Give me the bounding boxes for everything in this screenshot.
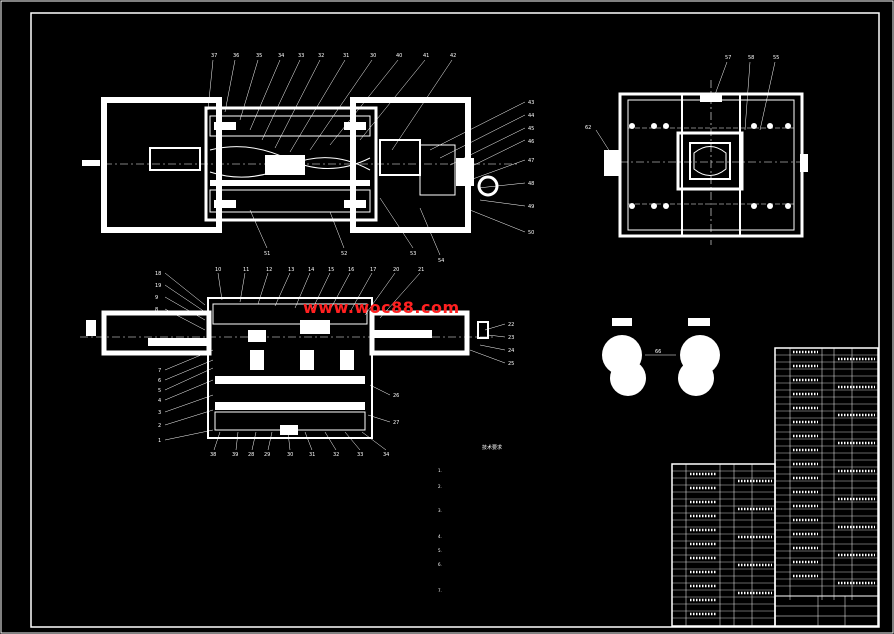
svg-text:39: 39 bbox=[232, 452, 238, 458]
svg-text:16: 16 bbox=[348, 267, 354, 273]
svg-text:54: 54 bbox=[438, 258, 444, 264]
svg-text:45: 45 bbox=[528, 126, 534, 132]
svg-text:30: 30 bbox=[287, 452, 293, 458]
svg-text:1: 1 bbox=[158, 438, 161, 444]
svg-text:2: 2 bbox=[158, 423, 161, 429]
notes-title: 技术要求 bbox=[482, 445, 503, 451]
note-line: 5. bbox=[438, 548, 442, 553]
parts-list-middle bbox=[671, 463, 776, 627]
svg-text:26: 26 bbox=[393, 393, 399, 399]
note-line: 4. bbox=[438, 534, 442, 539]
svg-text:29: 29 bbox=[264, 452, 270, 458]
svg-text:32: 32 bbox=[318, 53, 324, 59]
svg-text:4: 4 bbox=[158, 398, 161, 404]
svg-text:28: 28 bbox=[248, 452, 254, 458]
svg-text:32: 32 bbox=[333, 452, 339, 458]
svg-text:36: 36 bbox=[233, 53, 239, 59]
svg-text:58: 58 bbox=[748, 55, 754, 61]
svg-text:10: 10 bbox=[215, 267, 221, 273]
side-view-top-right: 57 58 55 62 bbox=[585, 55, 808, 245]
svg-text:31: 31 bbox=[309, 452, 315, 458]
svg-text:22: 22 bbox=[508, 322, 514, 328]
svg-text:55: 55 bbox=[773, 55, 779, 61]
svg-text:12: 12 bbox=[266, 267, 272, 273]
gear-detail-views: 66 bbox=[602, 318, 720, 396]
svg-text:42: 42 bbox=[450, 53, 456, 59]
parts-list-right bbox=[774, 347, 879, 627]
svg-text:47: 47 bbox=[528, 158, 534, 164]
svg-text:7: 7 bbox=[158, 368, 161, 374]
svg-text:33: 33 bbox=[298, 53, 304, 59]
svg-text:21: 21 bbox=[418, 267, 424, 273]
svg-text:34: 34 bbox=[383, 452, 389, 458]
svg-text:30: 30 bbox=[370, 53, 376, 59]
svg-text:25: 25 bbox=[508, 361, 514, 367]
svg-text:11: 11 bbox=[243, 267, 249, 273]
svg-text:13: 13 bbox=[288, 267, 294, 273]
svg-text:14: 14 bbox=[308, 267, 314, 273]
svg-text:3: 3 bbox=[158, 410, 161, 416]
svg-text:35: 35 bbox=[256, 53, 262, 59]
note-line: 3. bbox=[438, 508, 442, 513]
note-line: 6. bbox=[438, 562, 442, 567]
svg-text:33: 33 bbox=[357, 452, 363, 458]
svg-text:62: 62 bbox=[585, 125, 591, 131]
svg-text:15: 15 bbox=[328, 267, 334, 273]
svg-text:51: 51 bbox=[264, 251, 270, 257]
note-line: 7. bbox=[438, 588, 442, 593]
svg-text:24: 24 bbox=[508, 348, 514, 354]
svg-text:6: 6 bbox=[158, 378, 161, 384]
svg-text:40: 40 bbox=[396, 53, 402, 59]
svg-text:17: 17 bbox=[370, 267, 376, 273]
svg-text:52: 52 bbox=[341, 251, 347, 257]
note-line: 1. bbox=[438, 468, 442, 473]
svg-text:34: 34 bbox=[278, 53, 284, 59]
svg-text:49: 49 bbox=[528, 204, 534, 210]
svg-text:66: 66 bbox=[655, 349, 661, 355]
svg-text:31: 31 bbox=[343, 53, 349, 59]
svg-text:43: 43 bbox=[528, 100, 534, 106]
svg-text:41: 41 bbox=[423, 53, 429, 59]
watermark-text: www.woc88.com bbox=[303, 298, 460, 317]
svg-text:46: 46 bbox=[528, 139, 534, 145]
svg-text:44: 44 bbox=[528, 113, 534, 119]
svg-text:38: 38 bbox=[210, 452, 216, 458]
svg-text:37: 37 bbox=[211, 53, 217, 59]
inner-border bbox=[30, 12, 880, 628]
note-line: 2. bbox=[438, 484, 442, 489]
svg-text:19: 19 bbox=[155, 283, 161, 289]
svg-text:48: 48 bbox=[528, 181, 534, 187]
svg-text:9: 9 bbox=[155, 295, 158, 301]
svg-text:50: 50 bbox=[528, 230, 534, 236]
svg-text:5: 5 bbox=[158, 388, 161, 394]
svg-text:20: 20 bbox=[393, 267, 399, 273]
svg-text:53: 53 bbox=[410, 251, 416, 257]
svg-text:57: 57 bbox=[725, 55, 731, 61]
svg-text:18: 18 bbox=[155, 271, 161, 277]
svg-text:23: 23 bbox=[508, 335, 514, 341]
svg-text:8: 8 bbox=[155, 307, 158, 313]
svg-text:27: 27 bbox=[393, 420, 399, 426]
